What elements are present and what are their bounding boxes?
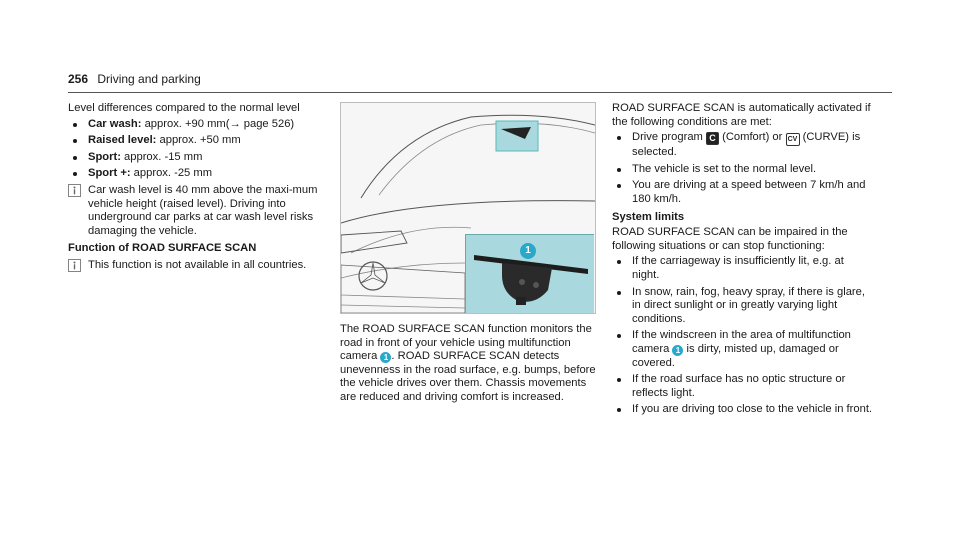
section-heading: Function of ROAD SURFACE SCAN: [68, 242, 257, 255]
callout-badge: 1: [672, 344, 684, 356]
info-note: This function is not available in all co…: [68, 259, 326, 273]
section-heading: System limits: [612, 210, 685, 223]
callout-badge: 1: [380, 352, 392, 364]
limits-intro: ROAD SURFACE SCAN can be impaired in the…: [612, 226, 848, 252]
list-item: Drive program C (Comfort) or CV (CURVE) …: [612, 131, 874, 160]
info-icon: [68, 259, 81, 272]
item-text: approx. +50 mm: [156, 134, 241, 147]
paragraph-text: . ROAD SURFACE SCAN detects unevenness i…: [340, 350, 596, 403]
list-item: If the road surface has no optic structu…: [612, 373, 874, 400]
info-icon: [68, 184, 81, 197]
info-note: Car wash level is 40 mm above the maxi-m…: [68, 184, 326, 238]
list-item: The vehicle is set to the normal level.: [612, 163, 874, 177]
column-right: ROAD SURFACE SCAN is automatically activ…: [612, 102, 874, 420]
list-item: In snow, rain, fog, heavy spray, if ther…: [612, 286, 874, 327]
function-description: The ROAD SURFACE SCAN function monitors …: [340, 323, 598, 405]
list-item: Sport +: approx. -25 mm: [68, 167, 326, 181]
page-reference-link[interactable]: page 526): [240, 117, 295, 130]
item-text: approx. +90 mm(: [141, 117, 230, 130]
item-text: (Comfort) or: [718, 131, 786, 144]
comfort-mode-icon: C: [705, 132, 719, 146]
item-label: Raised level:: [88, 134, 157, 147]
page-number: 256: [68, 72, 89, 86]
list-item: You are driving at a speed between 7 km/…: [612, 179, 874, 206]
level-intro: Level differences compared to the normal…: [68, 102, 300, 114]
note-text: This function is not available in all co…: [88, 258, 307, 271]
car-drawing: [341, 114, 595, 313]
note-text: Car wash level is 40 mm above the maxi-m…: [88, 183, 318, 237]
section-title: Driving and parking: [97, 72, 201, 86]
item-label: Sport:: [88, 150, 121, 163]
item-text: approx. -15 mm: [120, 150, 203, 163]
item-label: Sport +:: [88, 167, 131, 180]
arrow-icon: →: [229, 117, 241, 130]
activation-conditions-list: Drive program C (Comfort) or CV (CURVE) …: [612, 131, 874, 206]
callout-badge: 1: [520, 243, 536, 259]
item-text: If the windscreen in the area of multifu…: [632, 329, 851, 355]
list-item: Sport: approx. -15 mm: [68, 151, 326, 165]
list-item: If the windscreen in the area of multifu…: [612, 329, 874, 370]
level-list: Car wash: approx. +90 mm(→ page 526) Rai…: [68, 118, 326, 181]
limits-list: If the carriageway is insufficiently lit…: [612, 255, 874, 417]
item-text: approx. -25 mm: [130, 167, 213, 180]
camera-detail-drawing: [474, 255, 588, 305]
car-illustration: 1: [340, 102, 596, 314]
item-text: is dirty, misted up, damaged or covered.: [632, 342, 839, 369]
list-item: Car wash: approx. +90 mm(→ page 526): [68, 118, 326, 132]
list-item: If the carriageway is insufficiently lit…: [612, 255, 874, 282]
curve-mode-icon: CV: [785, 133, 800, 147]
page-header: 256 Driving and parking: [68, 72, 201, 86]
item-label: Car wash:: [88, 117, 142, 130]
list-item: Raised level: approx. +50 mm: [68, 134, 326, 148]
header-divider: [68, 92, 892, 93]
item-text: (CURVE) is selected.: [632, 131, 861, 159]
column-left: Level differences compared to the normal…: [68, 102, 326, 277]
column-middle: The ROAD SURFACE SCAN function monitors …: [340, 323, 598, 407]
camera-detail-inset: 1: [465, 234, 594, 313]
activation-intro: ROAD SURFACE SCAN is automatically activ…: [612, 102, 871, 128]
item-text: Drive program: [632, 131, 706, 144]
list-item: If you are driving too close to the vehi…: [612, 403, 874, 417]
paragraph-text: The ROAD SURFACE SCAN function monitors …: [340, 323, 592, 363]
